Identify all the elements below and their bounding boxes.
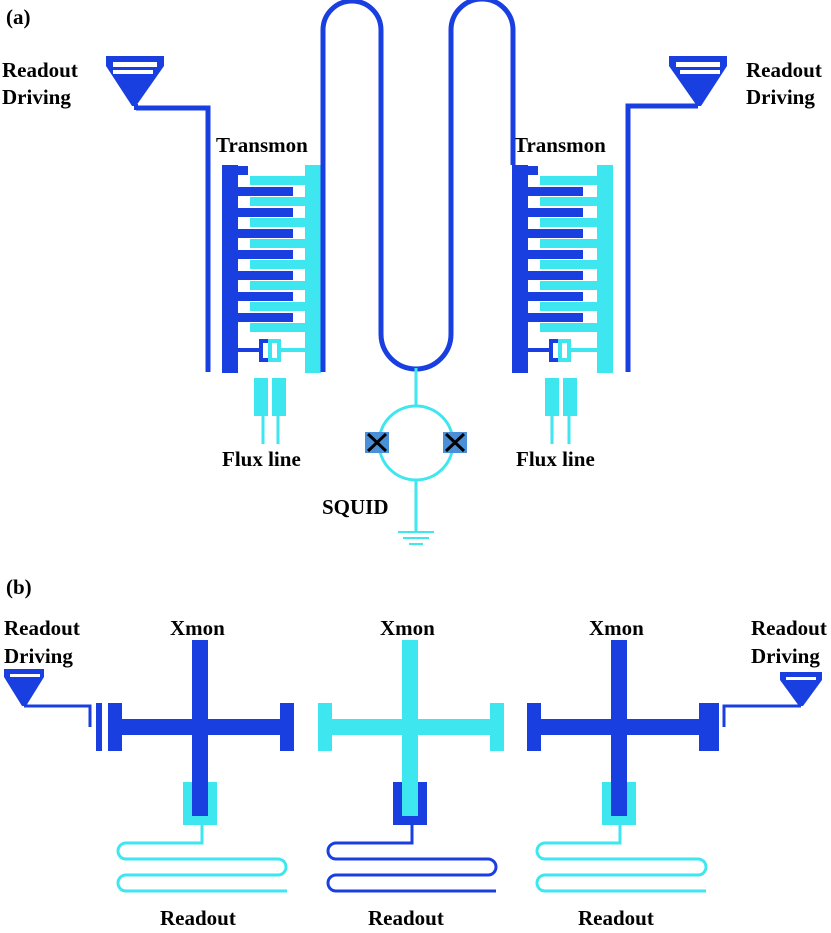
- panel-b-left-readout-port: [4, 669, 102, 751]
- panel-b-xmon-1: [108, 640, 294, 893]
- panel-b-left-port-line1: Readout: [4, 616, 80, 640]
- panel-a-label: (a): [6, 5, 31, 29]
- panel-a-squid: [377, 368, 455, 545]
- panel-a-left-port-line1: Readout: [2, 58, 78, 82]
- panel-b-readout-2-label: Readout: [368, 906, 444, 930]
- panel-a-left-flux-label: Flux line: [222, 447, 301, 471]
- panel-b-readout-resonator-1: [116, 825, 288, 893]
- panel-b-label: (b): [6, 575, 32, 599]
- panel-b-xmon-2: [318, 640, 504, 893]
- panel-b-xmon-3-label: Xmon: [589, 616, 644, 640]
- panel-b-left-port-line2: Driving: [4, 644, 73, 668]
- panel-b-xmon-1-label: Xmon: [170, 616, 225, 640]
- panel-b-xmon-2-label: Xmon: [380, 616, 435, 640]
- panel-b-readout-3-label: Readout: [578, 906, 654, 930]
- panel-b-right-port-line2: Driving: [751, 644, 820, 668]
- panel-b-readout-resonator-3: [535, 825, 708, 893]
- panel-a-right-transmon: [512, 165, 613, 444]
- panel-b-right-port-line1: Readout: [751, 616, 827, 640]
- panel-a-squid-label: SQUID: [322, 495, 389, 519]
- panel-a-left-transmon: [222, 165, 321, 444]
- panel-b-readout-resonator-2: [326, 825, 498, 893]
- panel-a-right-port-line1: Readout: [746, 58, 822, 82]
- panel-a-right-flux-label: Flux line: [516, 447, 595, 471]
- panel-a-left-qubit-label: Transmon: [216, 133, 308, 157]
- panel-a-right-readout-port: [625, 56, 727, 372]
- panel-a-left-readout-port: [106, 56, 211, 372]
- panel-a-right-qubit-label: Transmon: [514, 133, 606, 157]
- panel-b-readout-1-label: Readout: [160, 906, 236, 930]
- panel-a-left-port-line2: Driving: [2, 85, 71, 109]
- panel-a-squid-junction-right: [443, 432, 467, 453]
- panel-a-right-port-line2: Driving: [746, 85, 815, 109]
- panel-a-coupler-resonator: [320, 0, 516, 372]
- panel-a-squid-junction-left: [365, 432, 389, 453]
- panel-b-xmon-3: [527, 640, 713, 893]
- panel-b-right-readout-port: [713, 672, 822, 751]
